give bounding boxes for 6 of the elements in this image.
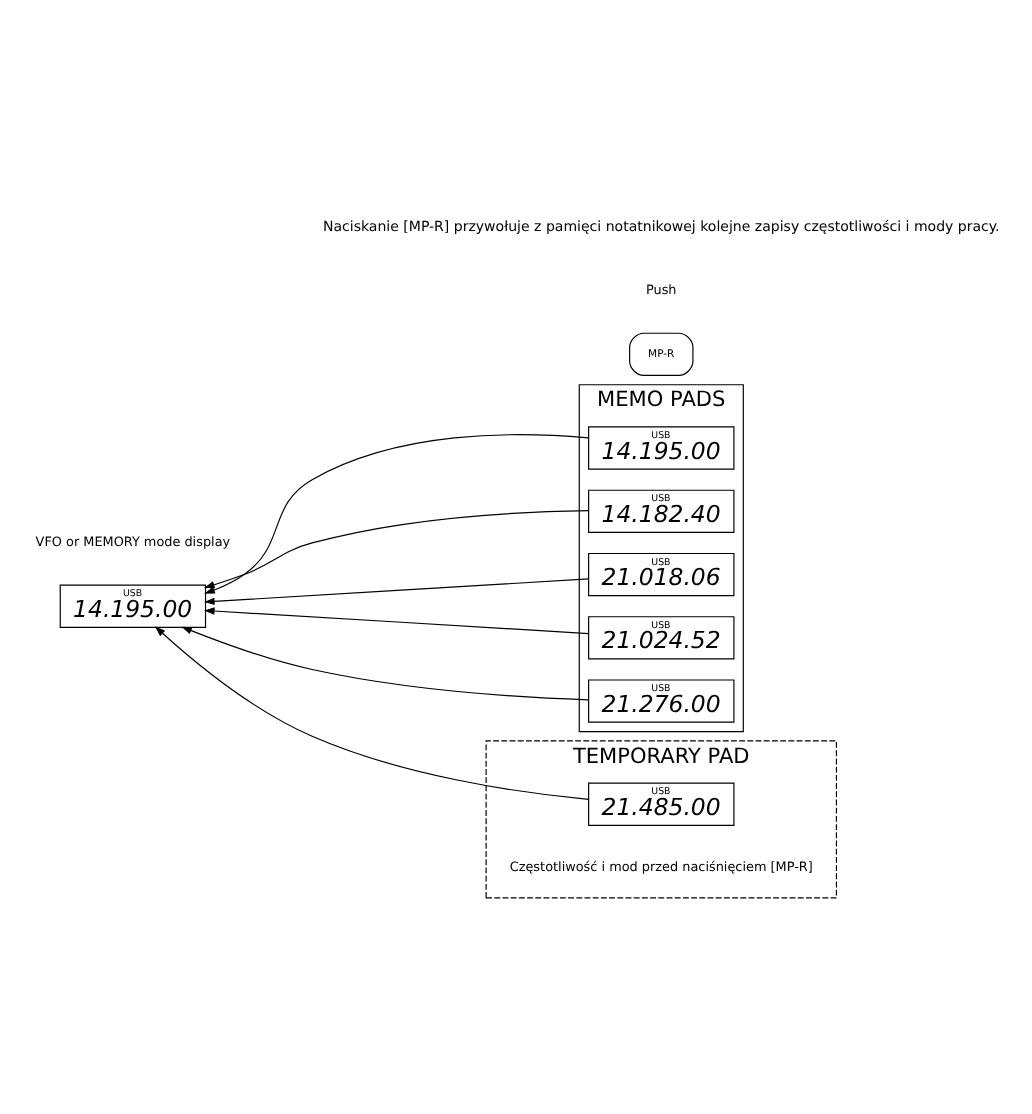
arrow [204, 607, 590, 635]
arrow [204, 578, 590, 606]
arrow [154, 626, 589, 800]
arrow [203, 510, 590, 589]
arrow [204, 434, 589, 594]
arrow [181, 626, 589, 701]
